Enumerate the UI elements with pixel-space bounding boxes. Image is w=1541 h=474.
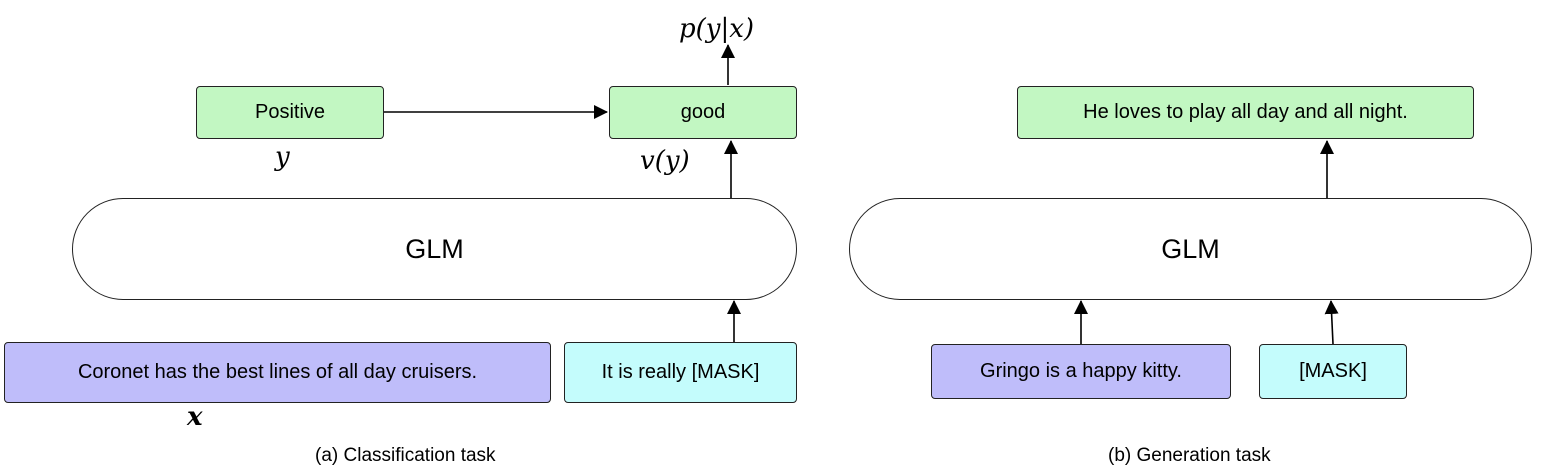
verbalizer-symbol: v(y)	[640, 146, 690, 176]
input-sentence-box: Coronet has the best lines of all day cr…	[4, 342, 551, 403]
input-symbol-x: x	[187, 402, 203, 432]
generation-mask-box: [MASK]	[1259, 344, 1407, 399]
glm-model-a: GLM	[72, 198, 797, 300]
verbalizer-box-good: good	[609, 86, 797, 139]
caption-generation: (b) Generation task	[1108, 445, 1271, 466]
pattern-mask-box: It is really [MASK]	[564, 342, 797, 403]
label-symbol-y: y	[275, 142, 290, 172]
glm-model-b: GLM	[849, 198, 1532, 300]
generated-output-box: He loves to play all day and all night.	[1017, 86, 1474, 139]
caption-classification: (a) Classification task	[315, 445, 496, 466]
generation-input-box: Gringo is a happy kitty.	[931, 344, 1231, 399]
mask-to-glm-b-arrow	[1324, 300, 1339, 345]
label-box-positive: Positive	[196, 86, 384, 139]
probability-label: p(y|x)	[679, 14, 755, 44]
